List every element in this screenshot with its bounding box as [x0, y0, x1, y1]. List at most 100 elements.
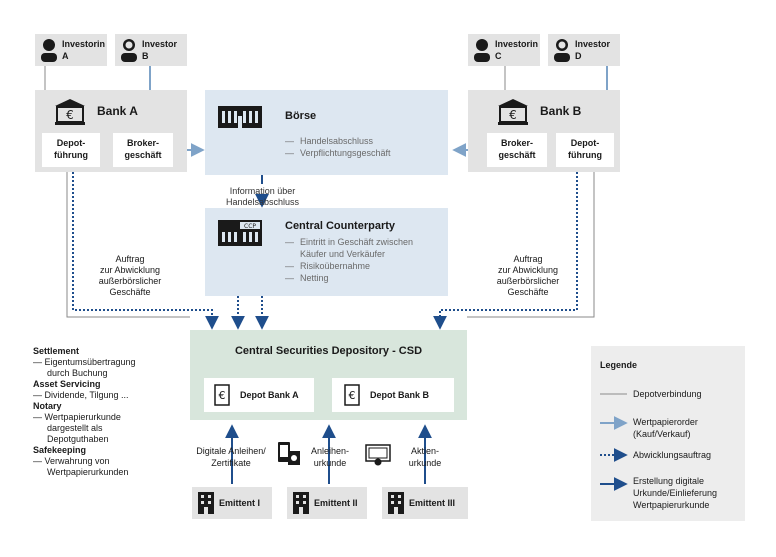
investor-c-name: Investorin [495, 39, 539, 49]
digital-document-icon [278, 442, 300, 465]
person-icon [474, 39, 490, 62]
emittent-3-label: Emittent III [409, 498, 456, 508]
ccp-dash-2: — [285, 261, 294, 271]
depot-bank-a-label: Depot Bank A [240, 390, 299, 400]
person-icon [554, 39, 570, 62]
investor-c-letter: C [495, 51, 502, 61]
bank-a-settlement-order [72, 172, 219, 330]
investor-b-name: Investor [142, 39, 178, 49]
boerse-dash-2: — [285, 148, 294, 158]
investor-d-box: Investor D [548, 34, 620, 66]
bank-b-depot-box: Depot- führung [556, 133, 614, 167]
ccp-dash-1: — [285, 237, 294, 247]
depot-bank-b-box: € Depot Bank B [332, 378, 454, 412]
legend-item-issuance-l3: Wertpapierurkunde [633, 500, 710, 510]
depot-bank-a-box: € Depot Bank A [204, 378, 314, 412]
ccp-title: Central Counterparty [285, 220, 396, 232]
ccp-item-1: Eintritt in Geschäft zwischen [300, 237, 414, 247]
svg-text:€: € [219, 389, 226, 402]
investor-a-letter: A [62, 51, 69, 61]
bank-a-depot-l1: Depot- [56, 138, 86, 148]
auftrag-right-l2: zur Abwicklung [497, 265, 559, 275]
issuance-left-l2: Zertifikate [211, 458, 251, 468]
auftrag-right-l4: Geschäfte [507, 287, 549, 297]
bank-a-depot-l2: führung [54, 150, 88, 160]
function-line: — Dividende, Tilgung ... [33, 390, 129, 400]
emittent-2-box: Emittent II [287, 487, 367, 519]
bank-b-broker-l1: Broker- [500, 138, 533, 148]
legend-item-order-l1: Wertpapierorder [633, 417, 698, 427]
euro-document-icon: € [214, 384, 230, 406]
investor-a-name: Investorin [62, 39, 106, 49]
csd-title: Central Securities Depository - CSD [234, 345, 423, 357]
function-title: Settlement [33, 346, 80, 356]
bank-euro-icon: € [498, 99, 528, 125]
investor-d-letter: D [575, 51, 582, 61]
function-title: Notary [33, 401, 62, 411]
auftrag-left-label: Auftrag zur Abwicklung außerbörslicher G… [80, 254, 180, 298]
office-building-icon [388, 492, 404, 514]
boerse-title: Börse [285, 110, 317, 122]
investor-b-box: Investor B [115, 34, 187, 66]
bank-b-broker-box: Broker- geschäft [487, 133, 547, 167]
function-line: durch Buchung [47, 368, 108, 378]
investor-b-letter: B [142, 51, 149, 61]
office-building-icon [293, 492, 309, 514]
function-line: — Verwahrung von [33, 456, 110, 466]
bank-b-depot-l2: führung [568, 150, 602, 160]
emittent-3-box: Emittent III [382, 487, 468, 519]
office-building-icon [198, 492, 214, 514]
bank-b-settlement-order [433, 172, 578, 330]
legend-item-issuance-l2: Urkunde/Einlieferung [633, 488, 718, 498]
function-line: Wertpapierurkunden [47, 467, 129, 477]
ccp-item-3: Netting [300, 273, 329, 283]
function-title: Asset Servicing [33, 379, 101, 389]
legend-item-settlement: Abwicklungsauftrag [633, 450, 712, 460]
ccp-box: CCP Central Counterparty Eintritt in Ges… [205, 208, 448, 296]
bank-a-title: Bank A [97, 104, 138, 118]
boerse-box: Börse Handelsabschluss Verpflichtungsges… [205, 90, 448, 175]
emittent-1-box: Emittent I [192, 487, 272, 519]
legend-item-order-l2: (Kauf/Verkauf) [633, 429, 691, 439]
ccp-dash-3: — [285, 273, 294, 283]
stock-exchange-building-icon [218, 106, 262, 128]
bank-a-broker-box: Broker- geschäft [113, 133, 173, 167]
issuance-right-l1: Aktien- [410, 446, 439, 456]
issuance-mid-l1: Anleihen- [310, 446, 350, 456]
emittent-2-label: Emittent II [314, 498, 358, 508]
auftrag-left-l3: außerbörslicher [98, 276, 162, 286]
functions-list: Settlement — Eigentumsübertragung durch … [33, 346, 183, 478]
auftrag-right-l1: Auftrag [513, 254, 543, 264]
ccp-icon-text: CCP [244, 223, 256, 230]
auftrag-right-label: Auftrag zur Abwicklung außerbörslicher G… [478, 254, 578, 298]
svg-text:€: € [66, 108, 74, 122]
bank-a-broker-l1: Broker- [126, 138, 159, 148]
issuance-mid-l2: urkunde [313, 458, 347, 468]
info-label: Information über Handelsabschluss [225, 186, 300, 207]
svg-text:€: € [509, 108, 517, 122]
bank-a-box: € Bank A Depot- führung Broker- geschäft [35, 90, 187, 172]
boerse-item-1: Handelsabschluss [300, 136, 374, 146]
legend-item-depot: Depotverbindung [633, 389, 702, 399]
function-line: dargestellt als [47, 423, 103, 433]
emittent-1-label: Emittent I [219, 498, 261, 508]
bank-a-depot-box: Depot- führung [42, 133, 100, 167]
legend-box: Legende Depotverbindung Wertpapierorder … [591, 346, 745, 521]
bank-a-depot-line [66, 172, 190, 318]
person-icon [121, 39, 137, 62]
bank-b-depot-l1: Depot- [570, 138, 600, 148]
euro-document-icon: € [344, 384, 360, 406]
investor-d-name: Investor [575, 39, 611, 49]
ccp-item-2: Risikoübernahme [300, 261, 371, 271]
csd-box: Central Securities Depository - CSD € De… [190, 330, 467, 420]
auftrag-right-l3: außerbörslicher [496, 276, 560, 286]
bank-b-depot-line [467, 172, 595, 318]
bank-b-title: Bank B [540, 104, 582, 118]
investor-c-box: Investorin C [468, 34, 540, 66]
issuance-left-l1: Digitale Anleihen/ [196, 446, 266, 456]
boerse-item-2: Verpflichtungsgeschäft [300, 148, 391, 158]
function-line: — Wertpapierurkunde [33, 412, 121, 422]
investor-a-box: Investorin A [35, 34, 107, 66]
legend-title: Legende [600, 360, 638, 370]
ccp-item-1b: Käufer und Verkäufer [300, 249, 386, 259]
